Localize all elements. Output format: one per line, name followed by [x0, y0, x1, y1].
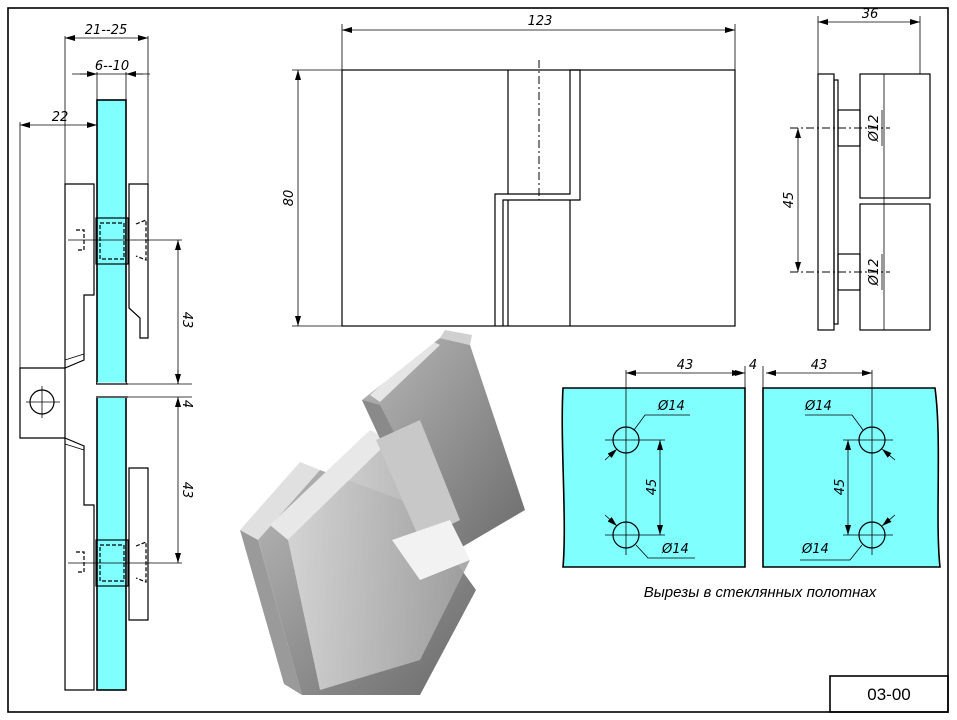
dim-gap-cutouts: 4 [749, 358, 757, 373]
hole-bottom-left-dia: Ø14 [661, 542, 689, 557]
hole-top-right-dia: Ø14 [804, 399, 832, 414]
dim-width: 123 [528, 14, 553, 29]
dim-pin-spacing: 45 [782, 192, 797, 209]
dim-offset: 22 [52, 110, 69, 125]
dim-right-spacing: 45 [833, 479, 848, 496]
dim-upper-hole: 43 [179, 312, 194, 329]
upper-bolt [95, 217, 129, 265]
hinge-3d-render [240, 330, 525, 695]
cutouts-caption: Вырезы в стеклянных полотнах [644, 584, 877, 601]
dim-glass-thickness: 6--10 [95, 59, 129, 74]
hole-top-left-dia: Ø14 [657, 399, 685, 414]
dim-height: 80 [282, 190, 297, 207]
drawing-frame [7, 7, 949, 713]
end-view: 36 45 Ø12 Ø12 [782, 7, 931, 331]
side-view: 21--25 6--10 22 43 4 43 [19, 23, 194, 691]
pivot-block [19, 367, 66, 439]
dim-right-edge: 43 [811, 358, 828, 373]
dim-lower-hole: 43 [179, 482, 194, 499]
glass-cutouts-right: 45 43 Ø14 Ø14 [762, 358, 941, 568]
dim-left-edge: 43 [677, 358, 694, 373]
dim-gap: 4 [179, 400, 194, 408]
dim-total-thickness: 21--25 [85, 23, 127, 38]
dim-pin-dia-top: Ø12 [867, 115, 882, 143]
glass-cutouts-left: 45 43 Ø14 Ø14 [561, 358, 746, 568]
dim-pin-dia-bottom: Ø12 [867, 259, 882, 287]
hole-bottom-right-dia: Ø14 [801, 542, 829, 557]
dim-left-spacing: 45 [645, 479, 660, 496]
dim-depth: 36 [862, 7, 879, 22]
front-view: 123 80 [282, 14, 736, 327]
title-block: 03-00 [829, 675, 949, 713]
drawing-code: 03-00 [867, 685, 910, 704]
glass-gap: 4 [733, 358, 764, 388]
